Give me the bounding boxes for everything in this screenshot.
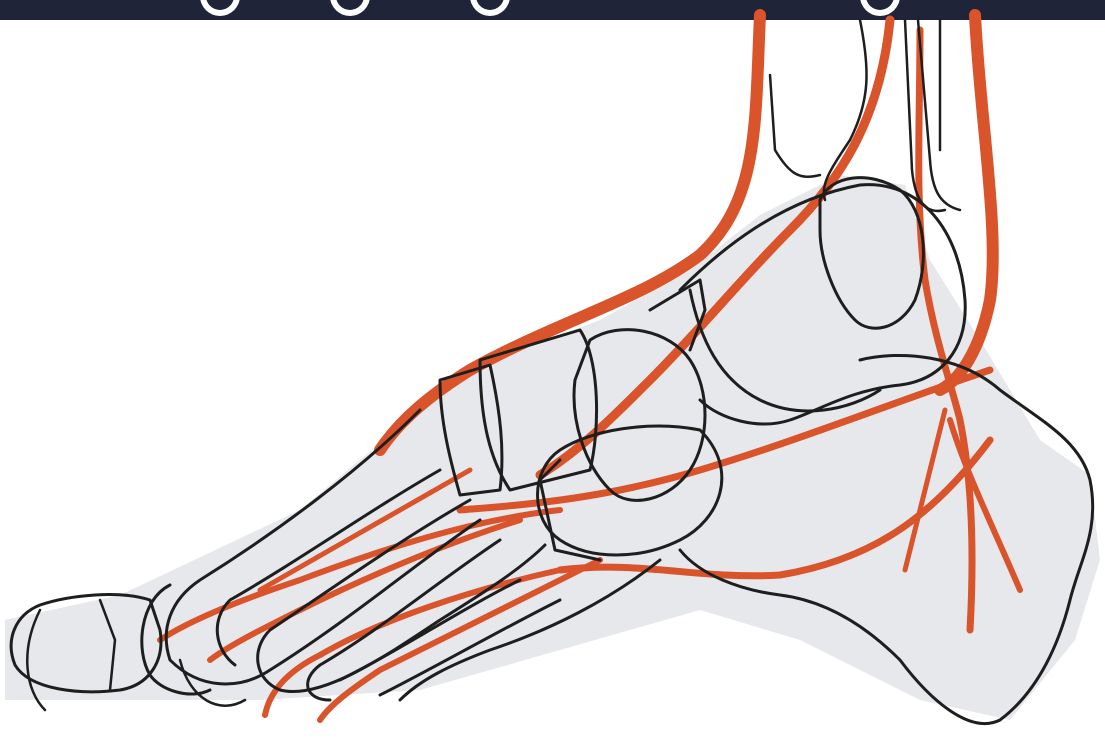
- foot-anatomy-illustration: [0, 0, 1105, 739]
